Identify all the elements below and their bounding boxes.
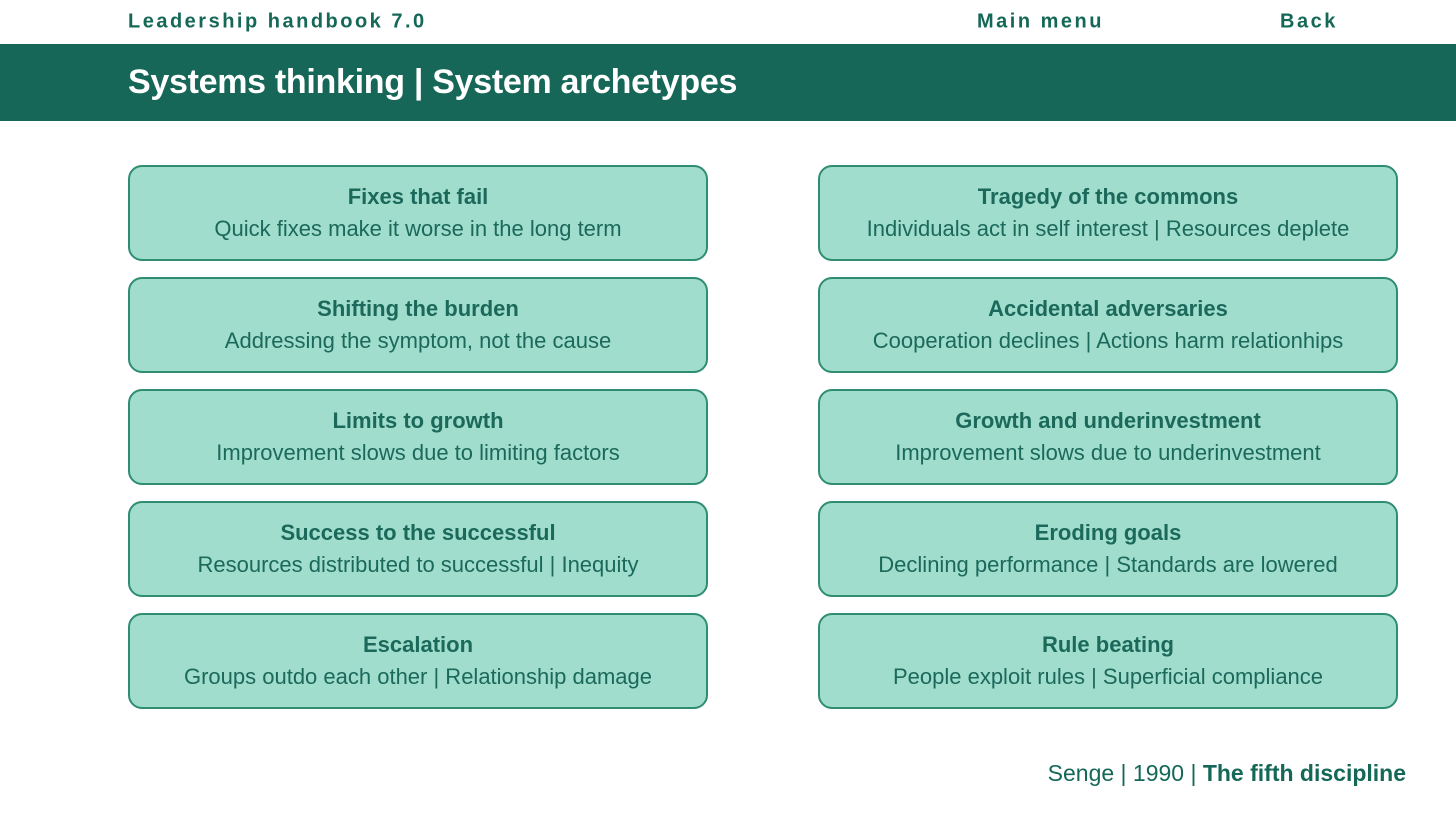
archetype-subtitle: Individuals act in self interest | Resou…: [866, 216, 1350, 241]
archetype-card-fixes-that-fail[interactable]: Fixes that fail Quick fixes make it wors…: [128, 165, 708, 261]
archetype-card-success-to-the-successful[interactable]: Success to the successful Resources dist…: [128, 501, 708, 597]
archetype-subtitle: Improvement slows due to limiting factor…: [216, 440, 620, 465]
archetype-subtitle: Groups outdo each other | Relationship d…: [183, 664, 652, 689]
archetype-title: Shifting the burden: [317, 296, 519, 321]
archetype-title: Fixes that fail: [347, 184, 489, 209]
archetype-card-tragedy-of-the-commons[interactable]: Tragedy of the commons Individuals act i…: [818, 165, 1398, 261]
archetype-title: Tragedy of the commons: [977, 184, 1239, 209]
archetype-subtitle: Resources distributed to successful | In…: [197, 552, 639, 577]
archetype-title: Rule beating: [1041, 632, 1174, 657]
archetype-card-accidental-adversaries[interactable]: Accidental adversaries Cooperation decli…: [818, 277, 1398, 373]
archetype-title: Success to the successful: [280, 520, 556, 545]
archetype-subtitle: Addressing the symptom, not the cause: [224, 328, 612, 353]
archetype-subtitle: Improvement slows due to underinvestment: [895, 440, 1321, 465]
card-column-right: Tragedy of the commons Individuals act i…: [818, 165, 1398, 709]
top-bar: Leadership handbook 7.0 Main menu Back: [0, 0, 1456, 44]
page-title: Systems thinking | System archetypes: [128, 63, 738, 101]
archetype-card-escalation[interactable]: Escalation Groups outdo each other | Rel…: [128, 613, 708, 709]
archetype-subtitle: Declining performance | Standards are lo…: [878, 552, 1338, 577]
citation-book-title: The fifth discipline: [1202, 760, 1406, 786]
citation-author-year: Senge | 1990 |: [1047, 760, 1203, 786]
archetype-title: Growth and underinvestment: [955, 408, 1261, 433]
archetype-card-eroding-goals[interactable]: Eroding goals Declining performance | St…: [818, 501, 1398, 597]
archetype-title: Limits to growth: [332, 408, 504, 433]
archetype-subtitle: People exploit rules | Superficial compl…: [892, 664, 1324, 689]
citation: Senge | 1990 | The fifth discipline: [1048, 760, 1406, 787]
main-menu-button[interactable]: Main menu: [977, 10, 1104, 33]
archetype-card-limits-to-growth[interactable]: Limits to growth Improvement slows due t…: [128, 389, 708, 485]
app-title: Leadership handbook 7.0: [128, 10, 427, 33]
archetype-title: Eroding goals: [1034, 520, 1182, 545]
archetype-title: Accidental adversaries: [988, 296, 1228, 321]
archetype-card-shifting-the-burden[interactable]: Shifting the burden Addressing the sympt…: [128, 277, 708, 373]
archetype-title: Escalation: [362, 632, 474, 657]
back-button[interactable]: Back: [1280, 10, 1338, 33]
archetype-subtitle: Cooperation declines | Actions harm rela…: [872, 328, 1344, 353]
archetype-card-growth-and-underinvestment[interactable]: Growth and underinvestment Improvement s…: [818, 389, 1398, 485]
archetype-card-rule-beating[interactable]: Rule beating People exploit rules | Supe…: [818, 613, 1398, 709]
archetype-subtitle: Quick fixes make it worse in the long te…: [214, 216, 622, 241]
banner: Systems thinking | System archetypes: [0, 44, 1456, 121]
card-column-left: Fixes that fail Quick fixes make it wors…: [128, 165, 708, 709]
